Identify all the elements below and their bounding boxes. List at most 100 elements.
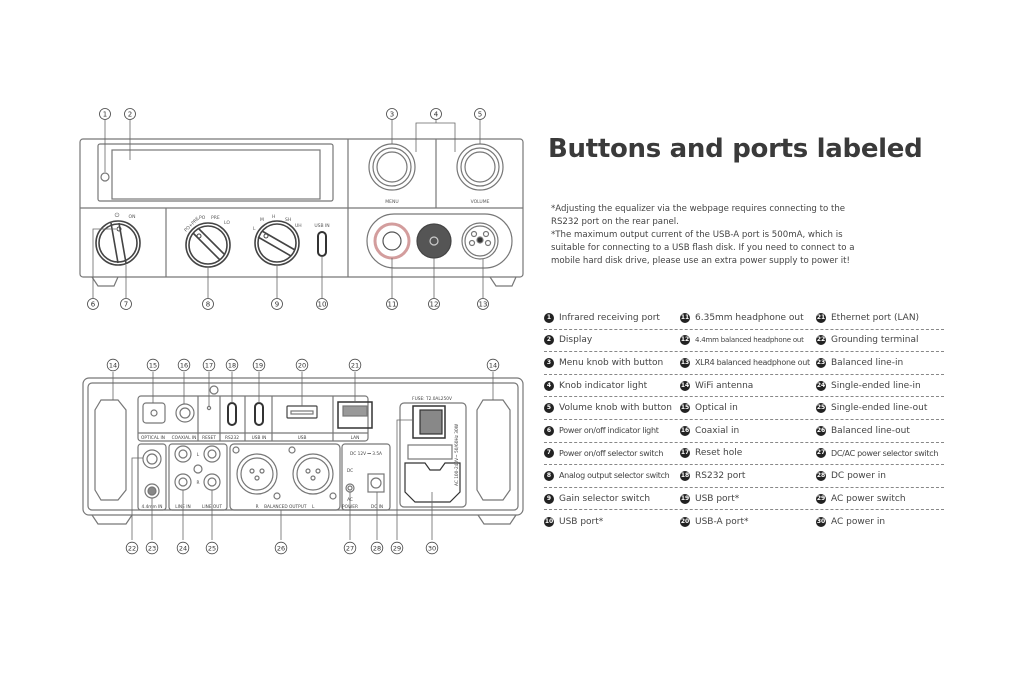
- number-badge-icon: 29: [816, 493, 826, 504]
- rca-l-label: L: [197, 452, 200, 458]
- ac-power-switch: [412, 405, 446, 439]
- callout-number: 2: [128, 110, 132, 118]
- rca-line-in-r: [174, 473, 192, 491]
- legend-label: Infrared receiving port: [559, 312, 660, 323]
- gain-mode-0: L: [253, 226, 256, 232]
- wifi-antenna-right: [476, 399, 511, 501]
- callout-number: 14: [109, 361, 117, 369]
- callout-number: 26: [277, 544, 285, 552]
- legend-label: WiFi antenna: [695, 380, 754, 391]
- gain-mode-2: H: [272, 214, 275, 220]
- callout-number: 24: [179, 544, 187, 552]
- callout-number: 27: [346, 544, 354, 552]
- page-title: Buttons and ports labeled: [548, 134, 923, 164]
- callout-circle: [386, 108, 398, 120]
- callout-circle: [343, 541, 357, 555]
- rs232-port: [227, 402, 237, 426]
- callout-circle: [477, 298, 489, 310]
- rca-r-label: R: [197, 480, 200, 486]
- callout-circle: [176, 541, 190, 555]
- number-badge-icon: 27: [816, 448, 826, 459]
- usb-in-rear-port: [254, 402, 264, 426]
- reset-label: RESET: [202, 435, 216, 441]
- callout-number: 13: [479, 300, 488, 308]
- number-badge-icon: 13: [680, 357, 690, 368]
- gain-mode-4: UH: [295, 223, 302, 229]
- legend-label: Power on/off selector switch: [559, 448, 664, 458]
- rca-line-out-l: [203, 445, 221, 463]
- fuse-label: FUSE: T2.0AL250V: [412, 396, 452, 402]
- coaxial-in-port: [175, 403, 195, 423]
- optical-in-label: OPTICAL IN: [141, 435, 165, 441]
- legend-label: Display: [559, 335, 593, 346]
- number-badge-icon: 28: [816, 470, 826, 481]
- callout-number: 10: [318, 300, 327, 308]
- callout-circle: [390, 541, 404, 555]
- legend-label: Grounding terminal: [831, 335, 919, 346]
- number-badge-icon: 6: [544, 425, 554, 436]
- callout-number: 30: [428, 544, 436, 552]
- callout-circle: [202, 298, 214, 310]
- callout-number: 5: [478, 110, 482, 118]
- number-badge-icon: 20: [680, 516, 690, 527]
- legend-label: USB port*: [559, 516, 604, 527]
- output-mode-2: PRE: [211, 215, 220, 221]
- optical-in-port: [142, 402, 166, 424]
- callout-circle: [202, 358, 216, 372]
- number-badge-icon: 22: [816, 335, 826, 346]
- callout-circle: [430, 108, 442, 120]
- ir-receiver: [100, 172, 110, 182]
- callout-circle: [145, 541, 159, 555]
- number-badge-icon: 10: [544, 516, 554, 527]
- ac-spec-label: AC 100-240V~ 50/60Hz 30W: [454, 423, 460, 486]
- front-usb-port: [317, 231, 327, 257]
- rs232-label: RS232: [225, 435, 239, 441]
- callout-number: 20: [298, 361, 306, 369]
- callout-circle: [106, 358, 120, 372]
- legend-label: Volume knob with button: [559, 403, 672, 414]
- number-badge-icon: 30: [816, 516, 826, 527]
- gain-mode-1: M: [260, 217, 264, 223]
- dc-ac-selector: [345, 483, 355, 493]
- legend-label: XLR4 balanced headphone out: [695, 358, 810, 368]
- number-badge-icon: 8: [544, 470, 554, 481]
- callout-circle: [474, 108, 486, 120]
- gain-mode-3: SH: [285, 217, 291, 223]
- legend-item: 13 XLR4 balanced headphone out: [680, 357, 816, 368]
- dc-label: DC: [347, 468, 353, 474]
- legend-label: Ethernet port (LAN): [831, 312, 920, 323]
- power-off-label: ⏻: [115, 212, 120, 219]
- callout-circle: [177, 358, 191, 372]
- callout-number: 4: [434, 110, 439, 118]
- callout-circle: [486, 358, 500, 372]
- output-mode-3: LO: [224, 220, 230, 226]
- notes: *Adjusting the equalizer via the webpage…: [551, 203, 871, 268]
- usb-in-rear-label: USB IN: [252, 435, 267, 441]
- xlr-out-r: [236, 453, 278, 495]
- legend-label: DC power in: [831, 470, 886, 481]
- rca-line-in-l: [174, 445, 192, 463]
- callout-number: 8: [206, 300, 210, 308]
- legend-label: Gain selector switch: [559, 493, 651, 504]
- callout-circle: [87, 298, 99, 310]
- usb-in-front-label: USB IN: [314, 223, 329, 229]
- callout-circle: [125, 541, 139, 555]
- callout-circle: [205, 541, 219, 555]
- dc-spec-label: DC 12V ⎓ 3.5A: [350, 451, 382, 457]
- balanced-output-label: R BALANCED OUTPUT L: [256, 504, 315, 510]
- number-badge-icon: 5: [544, 403, 554, 414]
